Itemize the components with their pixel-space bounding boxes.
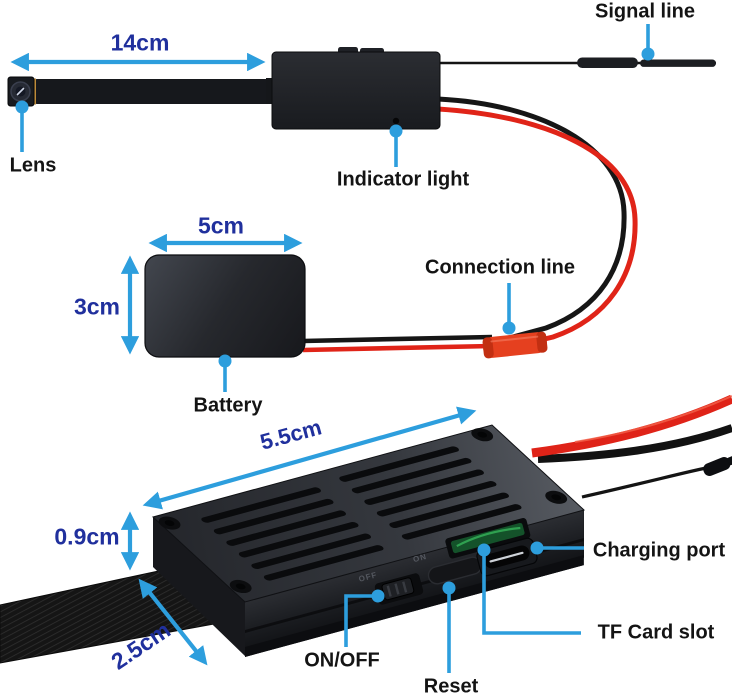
dim-label-14cm: 14cm <box>110 29 170 56</box>
label-lens: Lens <box>9 154 57 177</box>
label-on-off: ON/OFF <box>304 649 380 672</box>
ribbon-cable <box>35 79 273 104</box>
dim-arrow-5-5cm <box>142 406 477 510</box>
onoff-switch <box>374 573 424 605</box>
label-connection-line: Connection line <box>425 256 575 279</box>
wire-connector <box>482 331 548 359</box>
corner-screws <box>158 428 568 594</box>
label-charging-port: Charging port <box>592 539 726 562</box>
dim-label-0-9cm: 0.9cm <box>54 523 120 550</box>
camera-module-assembly <box>7 47 716 359</box>
label-signal-line: Signal line <box>594 0 696 23</box>
charging-port <box>476 537 538 577</box>
label-tf-card-slot: TF Card slot <box>597 621 715 644</box>
lens-module <box>7 76 35 107</box>
dim-label-5cm: 5cm <box>197 212 245 239</box>
leader-dots <box>15 47 655 603</box>
signal-line-wire <box>440 57 716 68</box>
label-indicator-light: Indicator light <box>336 168 470 191</box>
battery-pack <box>144 254 306 358</box>
indicator-light-dot <box>392 117 400 125</box>
label-reset: Reset <box>423 675 479 698</box>
recorder-box-group <box>0 394 732 664</box>
connection-wires-lower <box>531 394 732 463</box>
leader-onoff <box>344 594 378 647</box>
connection-wires-upper <box>302 96 638 353</box>
label-battery: Battery <box>193 394 263 417</box>
signal-line-lower <box>581 455 732 499</box>
tf-card-slot <box>445 518 531 559</box>
annotations-layer <box>10 24 655 673</box>
leader-tf-card <box>482 551 581 635</box>
dim-label-3cm: 3cm <box>73 293 121 320</box>
dim-arrow-2-5cm <box>138 578 208 666</box>
main-module <box>266 47 441 130</box>
